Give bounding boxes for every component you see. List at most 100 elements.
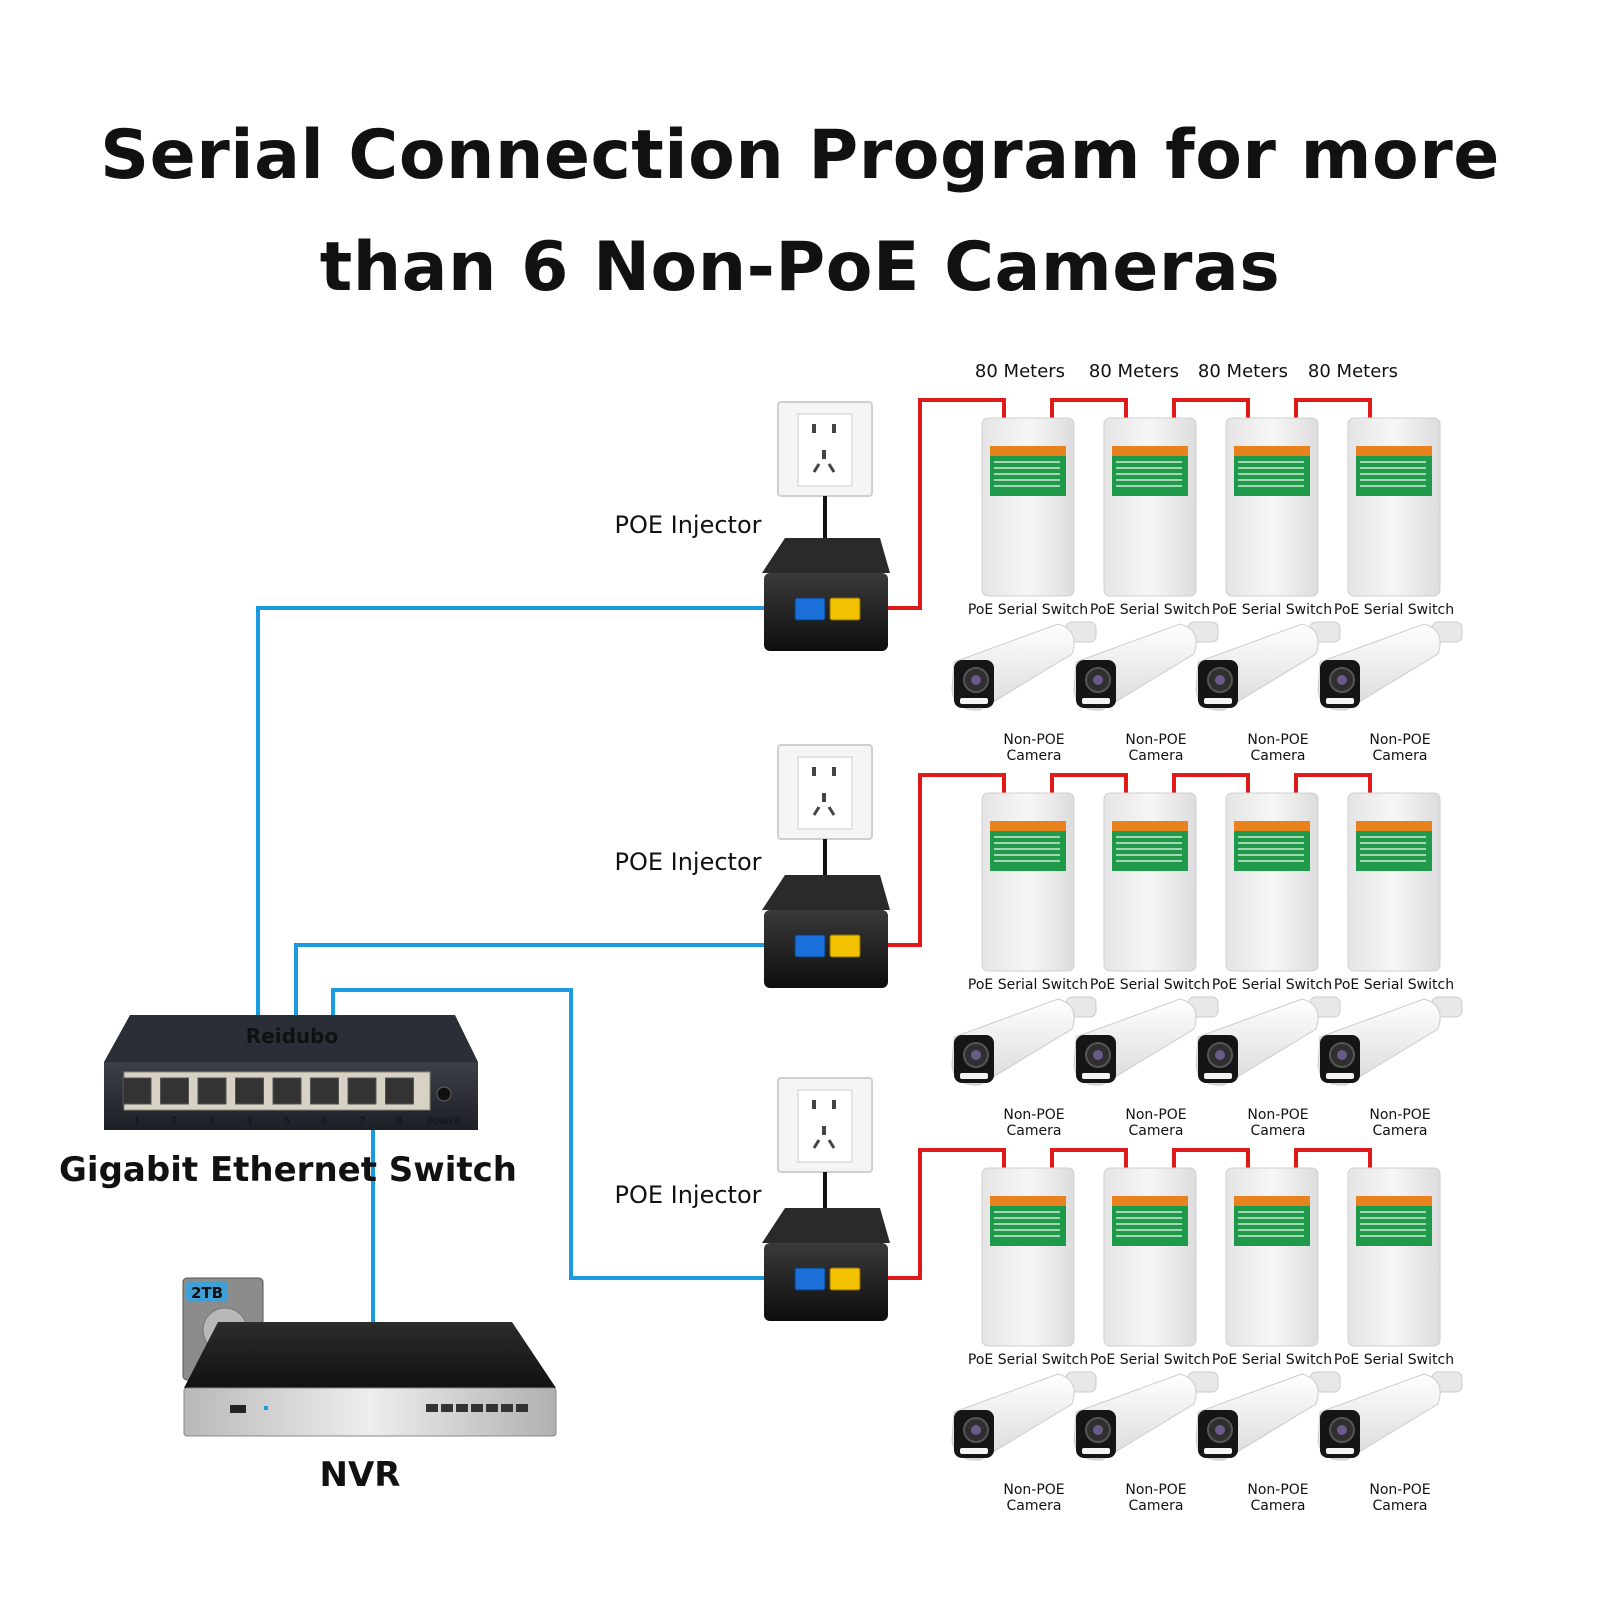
camera-label: Non-POE xyxy=(1369,732,1430,748)
camera-label: Camera xyxy=(1251,1123,1306,1139)
switch-port-number: 4 xyxy=(246,1116,252,1127)
serial-switch-body xyxy=(1225,792,1319,972)
injector-label: POE Injector xyxy=(614,511,761,539)
switch-rj45-port xyxy=(160,1077,189,1105)
non-poe-camera xyxy=(951,996,1097,1086)
camera-label: Camera xyxy=(1007,748,1062,764)
hdd-capacity-badge xyxy=(186,1282,228,1302)
outlet-slot xyxy=(832,424,836,433)
outlet-slot xyxy=(827,1139,836,1149)
switch-port-number: 6 xyxy=(321,1116,327,1127)
device-label-header xyxy=(1234,821,1310,831)
outlet-slot xyxy=(812,424,816,433)
camera-ir-leds xyxy=(1326,1073,1354,1079)
injector-top xyxy=(762,538,890,573)
outlet-slot xyxy=(812,767,816,776)
serial-switch-body xyxy=(1347,792,1441,972)
camera-label: Non-POE xyxy=(1125,732,1186,748)
switch-power-label: POWER xyxy=(427,1117,460,1127)
outlet-slot xyxy=(827,463,836,473)
poe-injector xyxy=(762,538,890,651)
nvr-front xyxy=(183,1387,557,1437)
power-jack-icon xyxy=(436,1086,452,1102)
poe-serial-switch xyxy=(1347,792,1441,972)
outlet-slot xyxy=(812,463,821,473)
switch-rj45-port xyxy=(197,1077,227,1105)
poe-power-line xyxy=(850,773,1006,947)
title-line-2: than 6 Non-PoE Cameras xyxy=(319,228,1281,307)
poe-chain-line xyxy=(1050,398,1128,418)
camera-lens-glass xyxy=(971,1425,981,1435)
serial-switch-body xyxy=(1225,1167,1319,1347)
poe-serial-switch xyxy=(981,1167,1075,1347)
injector-label: POE Injector xyxy=(614,848,761,876)
poe-serial-switch xyxy=(1347,1167,1441,1347)
non-poe-camera xyxy=(1073,621,1219,711)
distance-label: 80 Meters xyxy=(975,361,1065,382)
serial-switch-label: PoE Serial Switch xyxy=(1090,1352,1210,1368)
injector-label: POE Injector xyxy=(614,1181,761,1209)
device-label-header xyxy=(1234,1196,1310,1206)
nvr-label: NVR xyxy=(320,1455,401,1495)
nvr-indicator xyxy=(426,1404,438,1412)
outlet-slot xyxy=(812,1100,816,1109)
camera-label: Camera xyxy=(1007,1123,1062,1139)
nvr-top xyxy=(184,1322,556,1388)
serial-switch-label: PoE Serial Switch xyxy=(968,1352,1088,1368)
non-poe-camera xyxy=(1317,621,1463,711)
switch-port-number: 7 xyxy=(359,1116,365,1127)
non-poe-camera xyxy=(1195,1371,1341,1461)
outlet-slot xyxy=(832,767,836,776)
serial-switch-body xyxy=(1103,792,1197,972)
camera-ir-leds xyxy=(1326,1448,1354,1454)
serial-switch-body xyxy=(1225,417,1319,597)
serial-switch-label: PoE Serial Switch xyxy=(1334,977,1454,993)
poe-chain-line xyxy=(1050,1148,1128,1168)
camera-ir-leds xyxy=(960,1073,988,1079)
injector-top xyxy=(762,875,890,910)
distance-label: 80 Meters xyxy=(1089,361,1179,382)
poe-serial-switch xyxy=(1225,417,1319,597)
switch-rj45-port xyxy=(272,1077,302,1105)
status-led xyxy=(264,1406,268,1410)
serial-switch-label: PoE Serial Switch xyxy=(1212,1352,1332,1368)
camera-label: Non-POE xyxy=(1247,1482,1308,1498)
nvr-indicator xyxy=(441,1404,453,1412)
poe-serial-switch xyxy=(1225,792,1319,972)
camera-label: Non-POE xyxy=(1247,1107,1308,1123)
rj45-port-poe xyxy=(829,597,861,621)
poe-serial-switch xyxy=(1103,1167,1197,1347)
camera-label: Camera xyxy=(1373,1498,1428,1514)
outlet-slot xyxy=(812,1139,821,1149)
switch-rj45-port xyxy=(310,1077,339,1105)
camera-ir-leds xyxy=(1204,1073,1232,1079)
camera-ir-leds xyxy=(960,1448,988,1454)
serial-switch-label: PoE Serial Switch xyxy=(1090,602,1210,618)
camera-label: Non-POE xyxy=(1369,1482,1430,1498)
camera-lens-glass xyxy=(1093,1425,1103,1435)
switch-top xyxy=(104,1015,478,1062)
non-poe-camera xyxy=(1195,996,1341,1086)
rj45-port-poe xyxy=(829,934,861,958)
camera-lens-glass xyxy=(1093,1050,1103,1060)
switch-brand-logo: Reidubo xyxy=(246,1024,338,1048)
non-poe-camera xyxy=(951,1371,1097,1461)
switch-rj45-port xyxy=(122,1077,152,1105)
camera-label: Camera xyxy=(1129,1498,1184,1514)
non-poe-camera xyxy=(1317,1371,1463,1461)
poe-power-line xyxy=(850,1148,1006,1280)
camera-label: Non-POE xyxy=(1125,1107,1186,1123)
non-poe-camera xyxy=(1073,996,1219,1086)
camera-label: Camera xyxy=(1129,748,1184,764)
camera-label: Non-POE xyxy=(1369,1107,1430,1123)
poe-chain-line xyxy=(1050,773,1128,793)
distance-label: 80 Meters xyxy=(1308,361,1398,382)
switch-port-number: 1 xyxy=(134,1116,140,1127)
device-label-header xyxy=(1112,821,1188,831)
camera-ir-leds xyxy=(1082,698,1110,704)
poe-chain-line xyxy=(1294,1148,1372,1168)
switch-label: Gigabit Ethernet Switch xyxy=(59,1150,517,1190)
hdd-capacity-label: 2TB xyxy=(191,1284,223,1302)
